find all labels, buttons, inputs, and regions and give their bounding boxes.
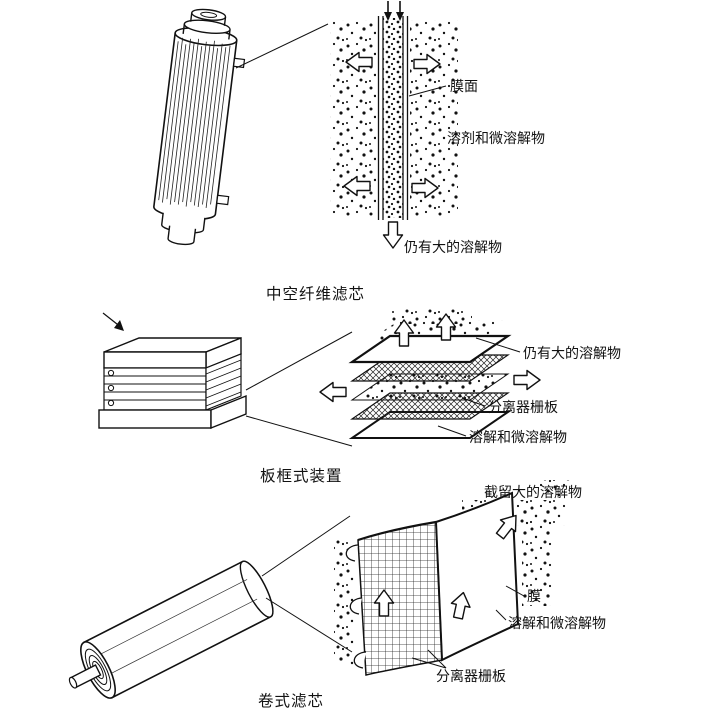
solute-dots-left [334, 540, 354, 666]
pointer-arrowhead-icon [114, 320, 124, 331]
caption-hollow-fiber: 中空纤维滤芯 [266, 285, 365, 303]
sheet-curl [353, 651, 367, 669]
label-retained-large-solutes: 截留大的溶解物 [484, 484, 582, 500]
zoom-leader-line [245, 415, 353, 447]
label-membrane: 膜 [527, 588, 541, 604]
zoom-leader-line [235, 23, 329, 69]
bolt-icon [107, 384, 115, 392]
label-separator-grid: 分离器栅板 [488, 399, 558, 415]
label-leader-line [495, 609, 507, 621]
label-remaining-large-solutes: 仍有大的溶解物 [523, 345, 621, 361]
sheet-curl [345, 544, 359, 562]
side-port-bottom [216, 194, 230, 206]
zoom-leader-line [245, 331, 353, 391]
plate-frame-section: 仍有大的溶解物 分离器栅板 溶解和微溶解物 板框式装置 [98, 308, 621, 485]
label-dissolved-micro-solutes: 溶解和微溶解物 [469, 429, 567, 445]
label-leader-line [408, 85, 447, 97]
label-separator-grid: 分离器栅板 [436, 668, 506, 684]
bolt-icon [107, 399, 115, 407]
solute-dots-top [392, 308, 472, 324]
hollow-fiber-cartridge-drawing [153, 8, 246, 246]
caption-spiral-wound: 卷式滤芯 [258, 692, 324, 710]
label-remaining-large-solutes: 仍有大的溶解物 [404, 239, 502, 255]
inlet-arrow-lines [387, 1, 401, 13]
feed-arrow-right-icon [513, 369, 541, 391]
spiral-wound-detail: 截留大的溶解物 膜 溶解和微溶解物 分离器栅板 [334, 480, 606, 684]
hollow-fiber-detail: 膜面 溶剂和微溶解物 仍有大的溶解物 [330, 1, 545, 255]
spiral-wound-section: 截留大的溶解物 膜 溶解和微溶解物 分离器栅板 卷式滤芯 [68, 480, 606, 710]
label-leader-line [505, 585, 525, 597]
membrane-walls [377, 16, 409, 220]
label-leader-line [427, 649, 447, 669]
inlet-arrowheads-icon [384, 12, 404, 21]
feed-arrow-left-icon [319, 381, 347, 403]
zoom-leader-line [261, 515, 351, 577]
sheet-curl [349, 597, 363, 615]
solute-dots-top [540, 480, 570, 496]
top-membrane-sheet [348, 334, 512, 364]
label-leader-line [475, 337, 521, 353]
bolt-icon [107, 369, 115, 377]
label-solvent-micro-solutes: 溶剂和微溶解物 [447, 130, 545, 146]
label-membrane-surface: 膜面 [450, 78, 478, 94]
hollow-fiber-section: 膜面 溶剂和微溶解物 仍有大的溶解物 中空纤维滤芯 [153, 1, 545, 303]
plate-frame-drawing [98, 312, 247, 430]
body-hatching [158, 37, 231, 209]
caption-plate-frame: 板框式装置 [260, 467, 343, 485]
label-dissolved-micro-solutes: 溶解和微溶解物 [508, 615, 606, 631]
plate-frame-detail: 仍有大的溶解物 分离器栅板 溶解和微溶解物 [319, 308, 621, 445]
spiral-cartridge-drawing [68, 560, 274, 699]
label-leader-line [461, 397, 486, 407]
label-leader-line [411, 657, 447, 669]
feed-channel-dots [383, 18, 403, 218]
retentate-arrow-down-icon [382, 221, 404, 249]
label-leader-line [437, 425, 467, 437]
